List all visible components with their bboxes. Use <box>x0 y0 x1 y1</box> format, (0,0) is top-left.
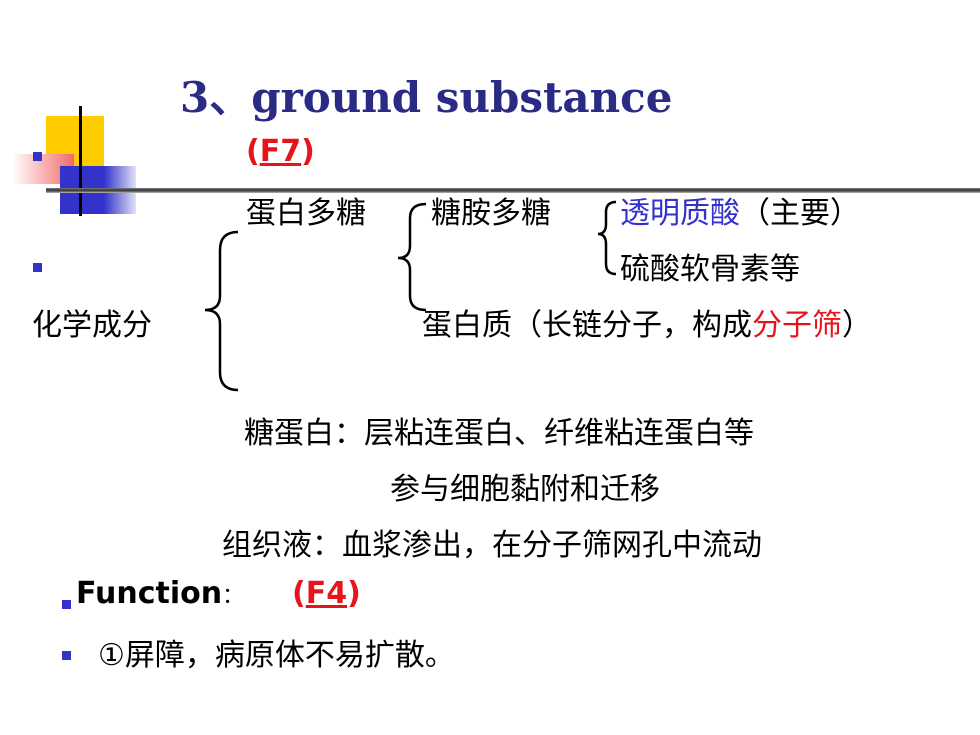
chemical-composition-label: 化学成分 <box>32 308 152 343</box>
chondroitin-label: 硫酸软骨素等 <box>620 252 800 287</box>
bullet-item1 <box>62 651 71 660</box>
protein-row: 蛋白质（长链分子，构成分子筛） <box>422 308 872 343</box>
proteoglycan-label: 蛋白多糖 <box>246 196 366 231</box>
ref-f7[interactable]: (F7) <box>246 134 315 169</box>
function-label: Function <box>76 576 223 611</box>
brace-gag <box>597 200 617 276</box>
brace-main <box>204 230 239 392</box>
ref-f4[interactable]: (F4) <box>292 576 361 611</box>
bullet-2 <box>33 263 42 272</box>
hyaluronic-note: （主要） <box>740 196 860 231</box>
function-heading: Function： <box>76 576 245 611</box>
brace-proteoglycan <box>397 202 427 312</box>
gag-label: 糖胺多糖 <box>431 196 551 231</box>
slide-title: 3、ground substance <box>180 73 673 122</box>
decor-vertical-line <box>79 106 82 216</box>
tissue-fluid-line: 组织液：血浆渗出，在分子筛网孔中流动 <box>222 528 762 563</box>
title-underline <box>46 188 980 193</box>
glycoprotein-line: 糖蛋白：层粘连蛋白、纤维粘连蛋白等 <box>244 416 754 451</box>
hyaluronic-label: 透明质酸 <box>620 196 740 231</box>
molecular-sieve: 分子筛 <box>752 308 842 343</box>
bullet-function <box>62 600 71 609</box>
hyaluronic-row: 透明质酸（主要） <box>620 188 860 232</box>
bullet-1 <box>33 152 42 161</box>
glycoprotein-function: 参与细胞黏附和迁移 <box>390 472 660 507</box>
function-item-1: ①屏障，病原体不易扩散。 <box>98 638 455 673</box>
